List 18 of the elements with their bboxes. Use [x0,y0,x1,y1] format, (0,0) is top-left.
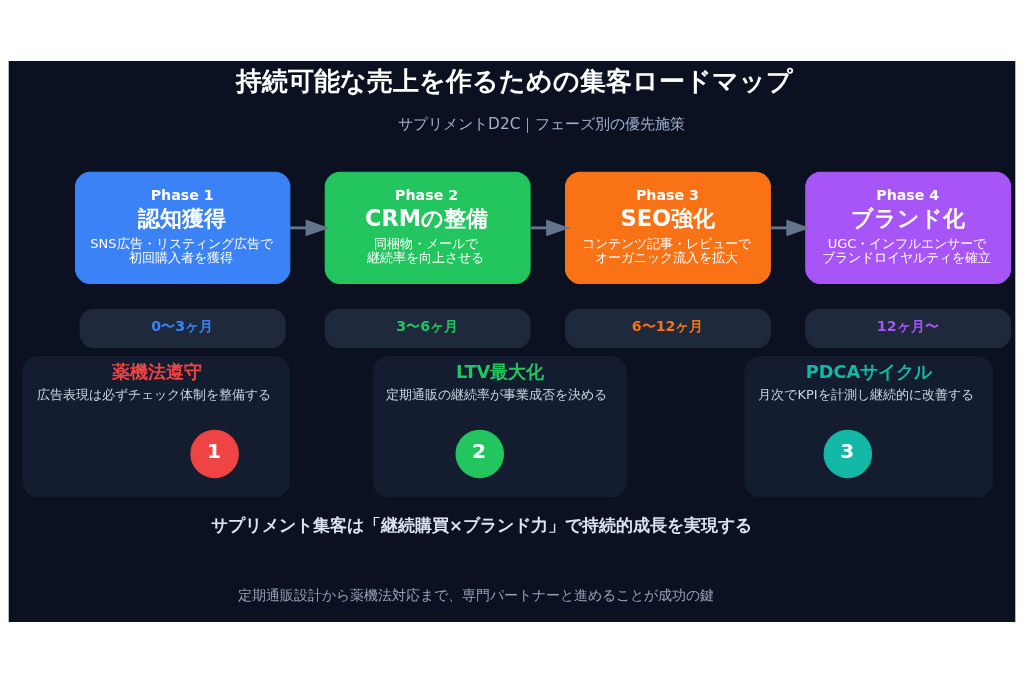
arrow [289,219,330,237]
node-box: Phase 2 CRMの整備 同梱物・メールで継続率を向上させる [324,171,531,285]
label: 定期通販設計から薬機法対応まで、専門パートナーと進めることが成功の鍵 [237,586,714,603]
node-box: Phase 3 SEO強化 コンテンツ記事・レビューでオーガニック流入を拡大 [564,171,771,285]
node-box: 12ヶ月〜 [805,308,1012,348]
node-box: 6〜12ヶ月 [564,308,771,348]
diagram-title: 持続可能な売上を作るための集客ロードマップ [236,66,794,97]
label: サプリメントD2C｜フェーズ別の優先施策 [398,114,686,133]
node-box: Phase 4 ブランド化 UGC・インフルエンサーでブランドロイヤルティを確立 [805,171,1012,285]
node-circle: 1 [190,429,239,479]
node-circle: 2 [455,429,504,479]
node-box: 0〜3ヶ月 [79,308,286,348]
label: サプリメント集客は「継続購買×ブランド力」で持続的成長を実現する [211,515,752,535]
node-box: Phase 1 認知獲得 SNS広告・リスティング広告で初回購入者を獲得 [74,171,291,285]
node-box: 3〜6ヶ月 [324,308,531,348]
node-circle: 3 [823,429,873,479]
arrow [770,219,811,237]
arrow [530,219,570,237]
